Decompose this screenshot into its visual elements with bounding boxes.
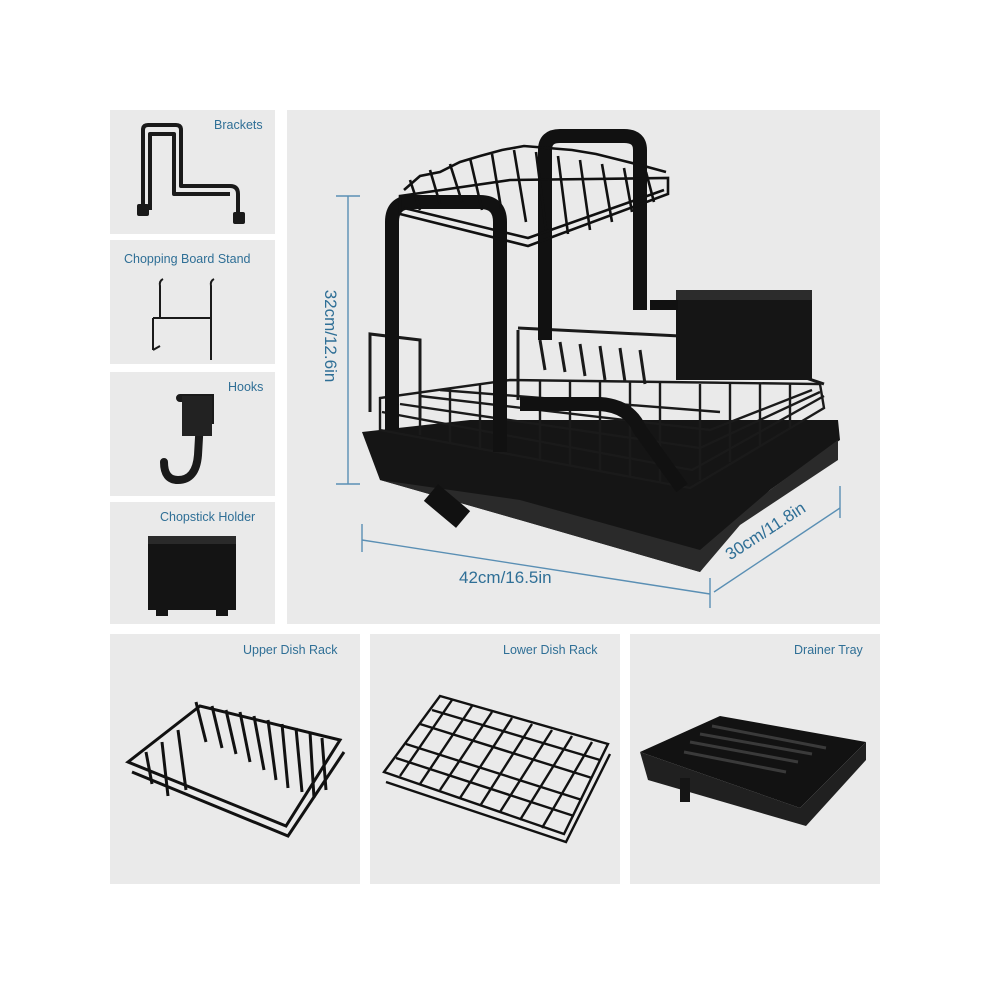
hooks-label: Hooks [228, 380, 264, 394]
upper-dish-rack-illustration [125, 701, 346, 838]
upper-dish-rack-label: Upper Dish Rack [243, 643, 338, 657]
upper-dish-rack-panel [110, 634, 360, 884]
brackets-icon [137, 123, 245, 224]
chopstick-holder-label: Chopstick Holder [160, 510, 256, 524]
main-dish-rack-illustration [362, 129, 840, 572]
width-dimension-label: 42cm/16.5in [459, 568, 552, 587]
lower-dish-rack-label: Lower Dish Rack [503, 643, 598, 657]
lower-dish-rack-illustration [382, 694, 612, 844]
drainer-tray-illustration [640, 716, 866, 826]
dimension-lines [336, 195, 841, 608]
chopping-board-stand-icon [152, 278, 215, 360]
chopping-board-stand-panel [110, 240, 275, 364]
brackets-label: Brackets [214, 118, 263, 132]
hook-icon [160, 394, 214, 485]
chopping-board-stand-label: Chopping Board Stand [124, 252, 251, 266]
chopstick-holder-icon [148, 536, 236, 616]
drainer-tray-label: Drainer Tray [794, 643, 863, 657]
